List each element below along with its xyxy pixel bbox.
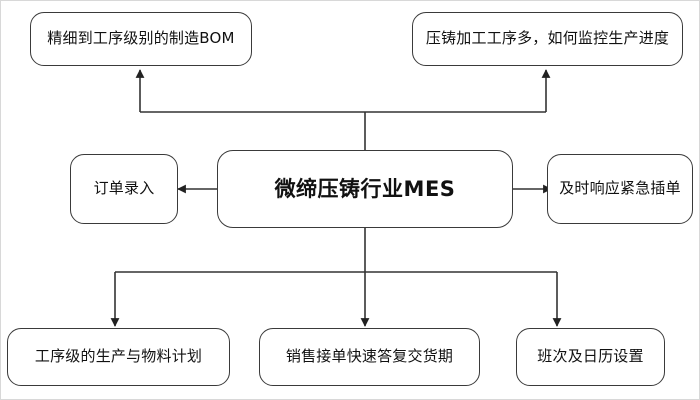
node-topic-progress[interactable]: 压铸加工工序多，如何监控生产进度 <box>412 12 683 66</box>
connector-central-to-leaves <box>110 228 562 327</box>
node-label: 销售接单快速答复交货期 <box>285 347 454 366</box>
node-topic-bom[interactable]: 精细到工序级别的制造BOM <box>30 12 252 66</box>
connector-central-to-topics <box>135 69 551 150</box>
node-label: 压铸加工工序多，如何监控生产进度 <box>425 29 670 48</box>
node-leaf-production-plan[interactable]: 工序级的生产与物料计划 <box>7 328 230 386</box>
node-label: 及时响应紧急插单 <box>559 179 681 198</box>
node-label: 微缔压铸行业MES <box>274 176 456 201</box>
node-side-urgent-order[interactable]: 及时响应紧急插单 <box>547 154 693 224</box>
node-leaf-shift-calendar[interactable]: 班次及日历设置 <box>516 328 665 386</box>
node-leaf-delivery-reply[interactable]: 销售接单快速答复交货期 <box>259 328 480 386</box>
node-label: 订单录入 <box>93 179 155 198</box>
node-central-mes[interactable]: 微缔压铸行业MES <box>217 150 513 228</box>
node-label: 班次及日历设置 <box>537 347 644 366</box>
node-label: 工序级的生产与物料计划 <box>34 347 203 366</box>
node-label: 精细到工序级别的制造BOM <box>47 29 235 48</box>
node-side-order-entry[interactable]: 订单录入 <box>70 154 178 224</box>
